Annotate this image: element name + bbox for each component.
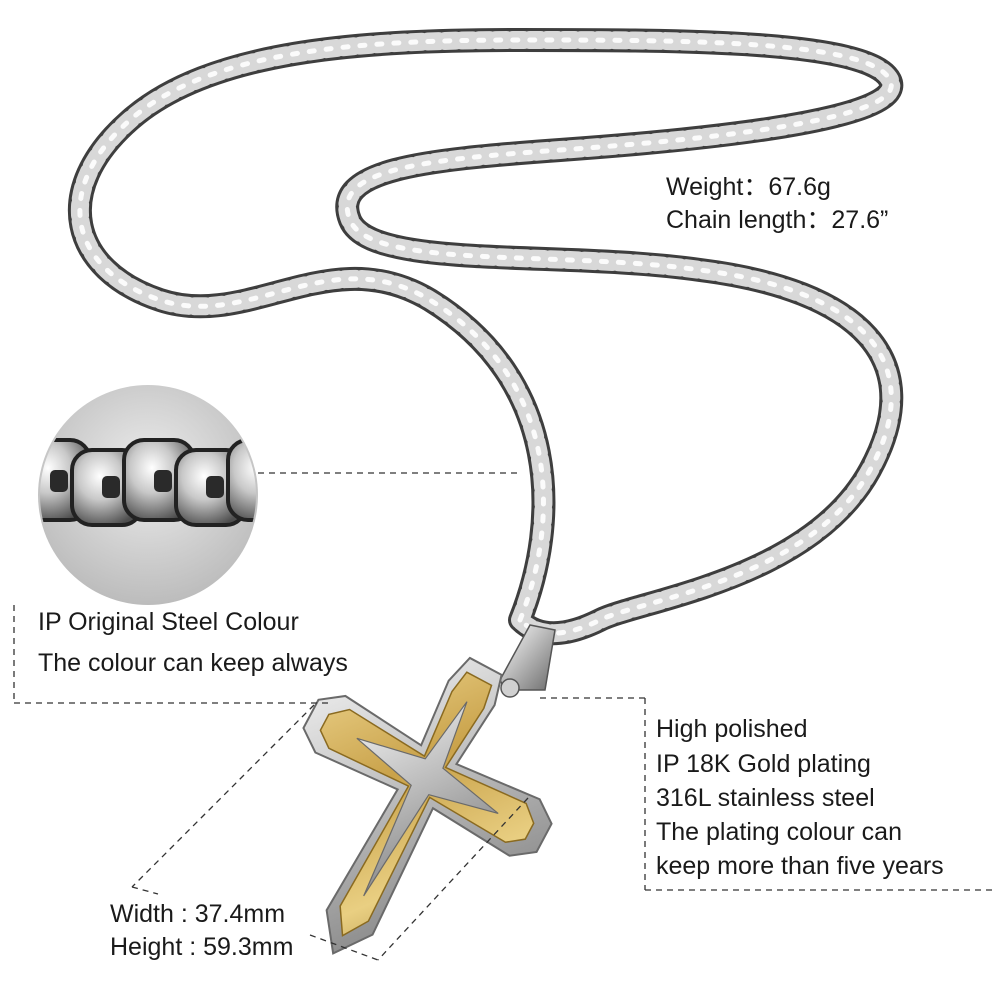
gold-callout-line-3: 316L stainless steel bbox=[656, 784, 875, 812]
gold-callout-line-4: The plating colour can bbox=[656, 818, 902, 846]
chain-length-label: Chain length：27.6” bbox=[666, 206, 889, 234]
weight-label: Weight：67.6g bbox=[666, 173, 831, 201]
pendant-bail bbox=[499, 624, 556, 698]
cross-pendant bbox=[302, 656, 553, 955]
steel-colour-title: IP Original Steel Colour bbox=[38, 608, 299, 636]
width-dimension-label: Width : 37.4mm bbox=[110, 900, 286, 928]
height-dimension-label: Height : 59.3mm bbox=[110, 933, 294, 961]
box-chain bbox=[67, 27, 904, 646]
gold-callout-line-5: keep more than five years bbox=[656, 852, 944, 880]
chain-zoom-circle bbox=[38, 385, 258, 605]
gold-callout-line-2: IP 18K Gold plating bbox=[656, 750, 871, 778]
steel-colour-subtitle: The colour can keep always bbox=[38, 649, 348, 677]
gold-callout-line-1: High polished bbox=[656, 715, 808, 743]
leader-lines bbox=[13, 472, 995, 961]
